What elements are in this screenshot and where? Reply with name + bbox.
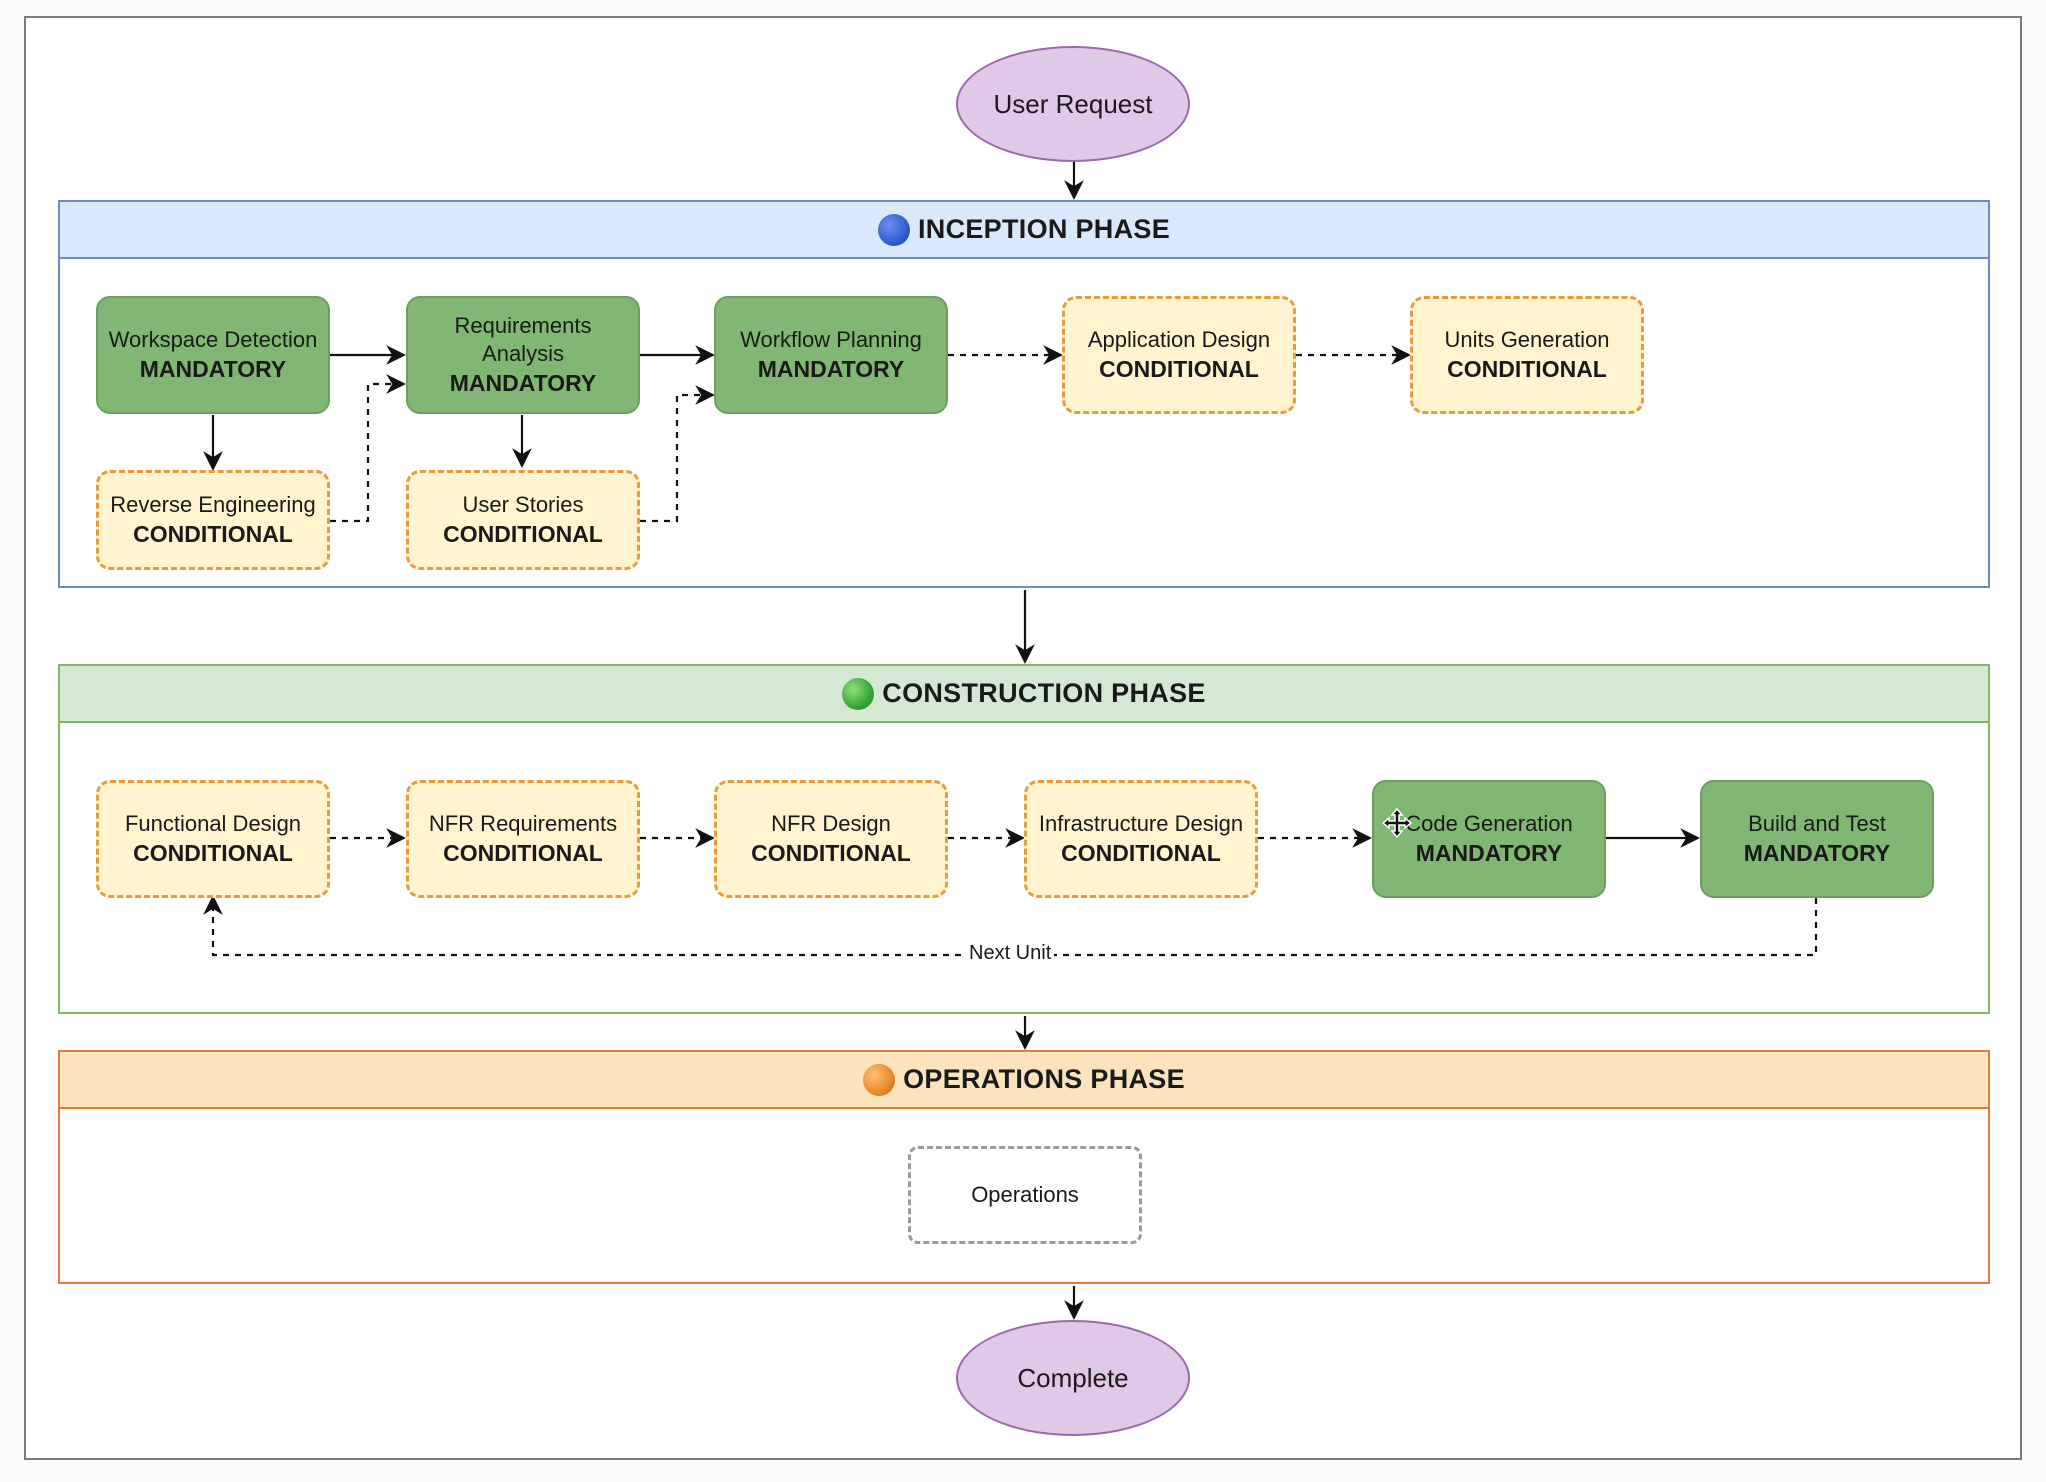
inception-phase-title: INCEPTION PHASE: [917, 214, 1171, 244]
complete-node[interactable]: Complete: [956, 1320, 1190, 1436]
construction-phase-header: CONSTRUCTION PHASE: [60, 666, 1988, 723]
inception-phase-header: INCEPTION PHASE: [60, 202, 1988, 259]
user-request-node[interactable]: User Request: [956, 46, 1190, 162]
construction-phase: CONSTRUCTION PHASE: [58, 664, 1990, 1014]
user-stories-title: User Stories: [462, 491, 584, 517]
build-and-test-title: Build and Test: [1748, 810, 1886, 836]
nfr-design-title: NFR Design: [771, 810, 891, 836]
code-generation-title: Code Generation: [1405, 810, 1573, 836]
green-circle-icon: [842, 677, 875, 710]
user-stories-node[interactable]: User Stories CONDITIONAL: [406, 470, 640, 570]
functional-design-node[interactable]: Functional Design CONDITIONAL: [96, 780, 330, 898]
user-request-label: User Request: [993, 88, 1153, 119]
reverse-engineering-status: CONDITIONAL: [133, 521, 293, 548]
workflow-planning-status: MANDATORY: [757, 356, 905, 383]
application-design-node[interactable]: Application Design CONDITIONAL: [1062, 296, 1296, 414]
construction-phase-title: CONSTRUCTION PHASE: [882, 678, 1206, 708]
blue-circle-icon: [877, 213, 910, 246]
requirements-analysis-status: MANDATORY: [449, 370, 597, 397]
operations-title: Operations: [971, 1182, 1079, 1208]
code-generation-status: MANDATORY: [1415, 840, 1563, 867]
move-cursor-icon: [1382, 808, 1412, 838]
units-generation-node[interactable]: Units Generation CONDITIONAL: [1410, 296, 1644, 414]
workflow-planning-title: Workflow Planning: [740, 326, 922, 352]
reverse-engineering-title: Reverse Engineering: [110, 491, 316, 517]
nfr-requirements-status: CONDITIONAL: [443, 840, 603, 867]
operations-phase: OPERATIONS PHASE: [58, 1050, 1990, 1284]
user-stories-status: CONDITIONAL: [443, 521, 603, 548]
inception-phase: INCEPTION PHASE: [58, 200, 1990, 588]
nfr-requirements-node[interactable]: NFR Requirements CONDITIONAL: [406, 780, 640, 898]
functional-design-title: Functional Design: [124, 810, 302, 836]
requirements-analysis-node[interactable]: Requirements Analysis MANDATORY: [406, 296, 640, 414]
requirements-analysis-title: Requirements Analysis: [454, 313, 592, 366]
build-and-test-node[interactable]: Build and Test MANDATORY: [1700, 780, 1934, 898]
operations-phase-header: OPERATIONS PHASE: [60, 1052, 1988, 1109]
units-generation-title: Units Generation: [1444, 326, 1610, 352]
workspace-detection-title: Workspace Detection: [108, 326, 318, 352]
code-generation-node[interactable]: Code Generation MANDATORY: [1372, 780, 1606, 898]
workflow-planning-node[interactable]: Workflow Planning MANDATORY: [714, 296, 948, 414]
functional-design-status: CONDITIONAL: [133, 840, 293, 867]
build-and-test-status: MANDATORY: [1743, 840, 1891, 867]
reverse-engineering-node[interactable]: Reverse Engineering CONDITIONAL: [96, 470, 330, 570]
workspace-detection-node[interactable]: Workspace Detection MANDATORY: [96, 296, 330, 414]
operations-node[interactable]: Operations: [908, 1146, 1142, 1244]
infrastructure-design-title: Infrastructure Design: [1038, 810, 1244, 836]
application-design-status: CONDITIONAL: [1099, 356, 1259, 383]
nfr-requirements-title: NFR Requirements: [428, 810, 618, 836]
nfr-design-node[interactable]: NFR Design CONDITIONAL: [714, 780, 948, 898]
infrastructure-design-node[interactable]: Infrastructure Design CONDITIONAL: [1024, 780, 1258, 898]
operations-phase-title: OPERATIONS PHASE: [903, 1064, 1185, 1094]
infrastructure-design-status: CONDITIONAL: [1061, 840, 1221, 867]
application-design-title: Application Design: [1087, 326, 1271, 352]
complete-label: Complete: [1017, 1362, 1129, 1393]
orange-circle-icon: [863, 1063, 896, 1096]
next-unit-label: Next Unit: [966, 942, 1055, 965]
units-generation-status: CONDITIONAL: [1447, 356, 1607, 383]
workspace-detection-status: MANDATORY: [139, 356, 287, 383]
nfr-design-status: CONDITIONAL: [751, 840, 911, 867]
